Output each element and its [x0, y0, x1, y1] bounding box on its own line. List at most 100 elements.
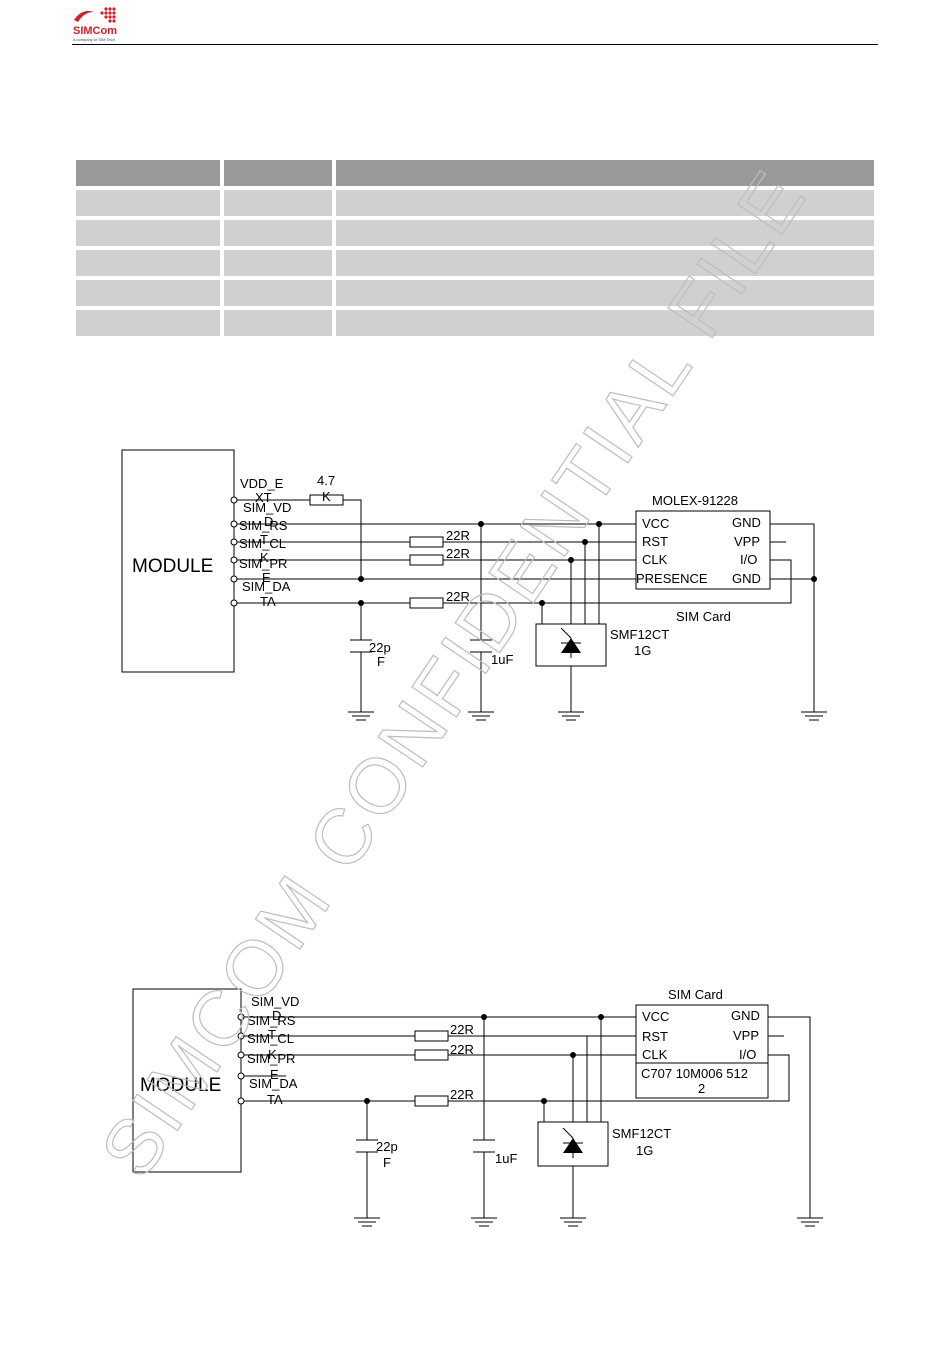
header-rule: [72, 44, 878, 45]
capacitor-value: 22p: [376, 1139, 398, 1154]
connector-pin-label: VPP: [733, 1028, 759, 1043]
connector-pin-label: CLK: [642, 552, 668, 567]
capacitor-value: F: [377, 654, 385, 669]
simcom-logo: SIMCom A company of SIM Tech: [73, 7, 117, 42]
resistor: [414, 1095, 449, 1107]
pin-label: TA: [260, 594, 276, 609]
wire: [768, 1016, 811, 1218]
table-cell: [76, 250, 220, 276]
table-cell: [76, 220, 220, 246]
junction-dot: [568, 557, 574, 563]
pin-label: SIM_VD: [251, 994, 299, 1009]
capacitor-value: 22p: [369, 640, 391, 655]
ground-symbol: [558, 711, 584, 721]
connector-pin-label: VPP: [734, 534, 760, 549]
esd-label: SMF12CT: [610, 627, 669, 642]
table-cell: [76, 310, 220, 336]
resistor-value: 22R: [446, 546, 470, 561]
connector-title: SIM Card: [668, 987, 723, 1002]
ground-symbol: [468, 711, 494, 721]
esd-label: 1G: [634, 643, 651, 658]
capacitor-plate: [473, 1139, 495, 1153]
table-cell: [76, 280, 220, 306]
table-row: [76, 190, 874, 216]
junction-dot: [539, 600, 545, 606]
table-header-cell: [76, 160, 220, 186]
junction-dot: [570, 1052, 576, 1058]
pin-label: SIM_PR: [239, 556, 287, 571]
junction-dot: [364, 1098, 370, 1104]
connector-pin-label: RST: [642, 534, 668, 549]
resistor: [409, 554, 444, 566]
pin-label: E: [270, 1067, 279, 1082]
table-cell: [336, 220, 874, 246]
pin-terminal: [237, 1032, 245, 1040]
capacitor-plate: [470, 639, 492, 653]
pin-label: TA: [267, 1092, 283, 1107]
pin-terminal: [237, 1051, 245, 1059]
esd-label: 1G: [636, 1143, 653, 1158]
resistor-value: 22R: [450, 1042, 474, 1057]
table-row: [76, 220, 874, 246]
resistor-value: K: [322, 489, 331, 504]
resistor-value: 22R: [450, 1022, 474, 1037]
pin-label: SIM_RS: [247, 1013, 296, 1028]
junction-dot: [358, 576, 364, 582]
logo-tagline: A company of SIM Tech: [73, 37, 115, 42]
module-label: MODULE: [132, 556, 213, 577]
pin-terminal: [237, 1013, 245, 1021]
table-cell: [336, 190, 874, 216]
table-cell: [336, 280, 874, 306]
connector-pin-label: CLK: [642, 1047, 668, 1062]
connector-pin-label: PRESENCE: [636, 571, 708, 586]
resistor: [409, 536, 444, 548]
ground-symbol: [797, 1217, 823, 1227]
resistor: [409, 597, 444, 609]
logo-swoosh: [74, 11, 94, 22]
page-header: SIMCom A company of SIM Tech: [0, 0, 950, 50]
pin-label: D: [264, 514, 273, 529]
connector-pin-label: I/O: [739, 1047, 756, 1062]
table-row: [76, 280, 874, 306]
connector-pin-label: VCC: [642, 516, 669, 531]
table-row: [76, 310, 874, 336]
capacitor-value: F: [383, 1155, 391, 1170]
module-label: MODULE: [140, 1075, 221, 1096]
pin-label: K: [260, 550, 269, 565]
table-cell: [336, 250, 874, 276]
module-box: [132, 988, 242, 1173]
wire: [237, 499, 362, 579]
connector-part-number: 2: [698, 1081, 705, 1096]
sim-interface-schematic-2: MODULE SIM_VD D SIM_RS T SIM_CL K SIM_PR…: [132, 987, 823, 1227]
pin-terminal: [237, 1072, 245, 1080]
spec-table: [76, 160, 874, 340]
pin-label: SIM_DA: [242, 579, 291, 594]
connector-pin-label: GND: [732, 515, 761, 530]
table-cell: [224, 310, 332, 336]
table-row: [76, 250, 874, 276]
junction-dot: [478, 521, 484, 527]
connector-box: [635, 510, 771, 590]
capacitor-value: 1uF: [495, 1151, 517, 1166]
junction-dot: [811, 576, 817, 582]
connector-pin-label: RST: [642, 1029, 668, 1044]
pin-label: SIM_CL: [239, 536, 286, 551]
junction-dot: [358, 600, 364, 606]
diode-triangle: [561, 638, 581, 653]
pin-label: E: [262, 570, 271, 585]
resistor-value: 22R: [450, 1087, 474, 1102]
wire: [541, 524, 600, 624]
pin-terminal: [237, 1097, 245, 1105]
ground-symbol: [354, 1217, 380, 1227]
junction-dot: [541, 1098, 547, 1104]
capacitor-plate: [356, 1139, 378, 1153]
pin-label: T: [260, 532, 268, 547]
resistor: [414, 1030, 449, 1042]
table-cell: [224, 220, 332, 246]
pin-terminal: [230, 538, 238, 546]
connector-pin-label: VCC: [642, 1009, 669, 1024]
junction-dot: [598, 1014, 604, 1020]
connector-pin-label: I/O: [740, 552, 757, 567]
wire: [244, 1054, 790, 1102]
wire: [543, 1017, 602, 1122]
